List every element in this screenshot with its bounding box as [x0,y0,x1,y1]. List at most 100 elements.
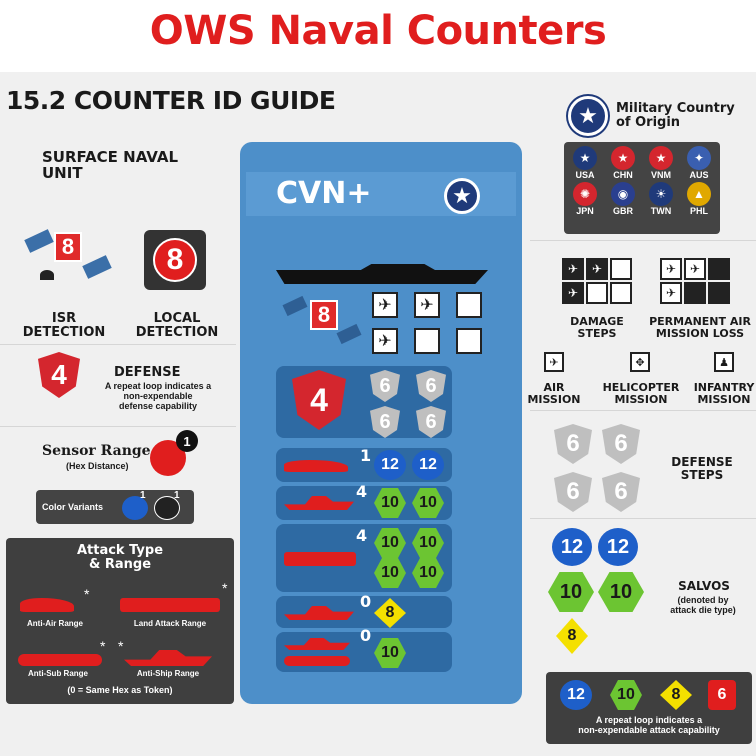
salvo-chip: 10 [374,558,406,588]
usa-star-icon: ★ [444,178,480,214]
defense-step: 6 [416,370,446,402]
attack-row [276,596,452,628]
air-mission-icon: ✈ [562,282,584,304]
sensor-value: 1 [176,430,198,452]
submarine-icon [18,654,102,666]
country-code: GBR [613,206,633,216]
country-title: Military Country of Origin [616,101,735,130]
defense-step: 6 [602,472,640,512]
salvo-chip: 12 [412,450,444,480]
perm-loss-label: PERMANENT AIR MISSION LOSS [649,315,751,340]
flag-icon: ★ [611,146,635,170]
isr-value: 8 [54,232,82,262]
country-code: USA [575,170,595,180]
asterisk-1: * [84,586,90,602]
land-attack-icon [284,552,356,566]
defense-step: 6 [554,424,592,464]
submarine-icon [284,656,350,666]
flag-icon: ✦ [687,146,711,170]
perm-loss-grid: ✈ ✈ ✈ [660,258,730,304]
token-isr-value: 8 [310,300,338,330]
salvo-green: 10 [598,572,644,612]
jet-icon [20,598,74,612]
salvo-green: 10 [548,572,594,612]
jet-icon [284,460,348,472]
page-title: OWS Naval Counters [149,8,607,54]
cv-value-2: 1 [174,490,180,501]
country-code: TWN [650,206,672,216]
infantry-mission-label: INFANTRY MISSION [693,381,755,406]
repeat-chip: 6 [708,680,736,710]
black-sensor-icon [154,496,180,520]
air-mission-icon: ✈ [414,292,440,318]
salvos-sub: (denoted by attack die type) [670,595,736,615]
attack-range: 0 [360,592,372,611]
damage-steps-grid: ✈ ✈ ✈ [562,258,632,304]
flag-icon: ★ [573,146,597,170]
anti-sub-label: Anti-Sub Range [28,669,88,678]
defense-note: A repeat loop indicates a non-expendable… [104,381,212,411]
flag-icon: ▲ [687,182,711,206]
color-variants-label: Color Variants [42,502,104,512]
guide-heading: 15.2 COUNTER ID GUIDE [6,86,336,115]
land-attack-label: Land Attack Range [133,619,207,628]
local-radar-icon: 8 [144,230,206,290]
attack-range: 4 [356,482,368,501]
attack-title: Attack Type & Range [76,543,164,572]
country-code: CHN [613,170,633,180]
country-star-icon: ★ [568,96,608,136]
lost-step [708,258,730,280]
country-code: AUS [689,170,709,180]
attack-range: 1 [360,446,372,465]
token-name: CVN+ [276,176,372,211]
local-value: 8 [153,238,197,282]
land-attack-icon [120,598,220,612]
defense-steps-grid: 6 6 6 6 [554,424,640,512]
country-code: JPN [576,206,594,216]
asterisk-2: * [222,580,228,596]
air-mission-icon: ✈ [660,258,682,280]
air-mission-icon: ✈ [372,328,398,354]
country-item: ☀TWN [642,182,680,216]
country-item: ★USA [566,146,604,180]
country-list: ★USA ★CHN ★VNM ✦AUS ✺JPN ◉GBR ☀TWN ▲PHL [566,146,718,216]
country-item: ▲PHL [680,182,718,216]
anti-air-label: Anti-Air Range [27,619,83,628]
salvo-chip: 10 [412,488,444,518]
empty-step [610,258,632,280]
surface-unit-label: SURFACE NAVAL UNIT [42,148,179,182]
damage-grid: ✈ ✈ ✈ [372,292,488,354]
anti-ship-label: Anti-Ship Range [136,669,200,678]
flag-icon: ★ [649,146,673,170]
salvo-chip: 10 [412,558,444,588]
empty-step [456,328,482,354]
salvo-blue: 12 [552,528,592,566]
asterisk-4: * [118,638,124,654]
asterisk-3: * [100,638,106,654]
salvo-chip: 10 [374,528,406,558]
damage-steps-label: DAMAGE STEPS [570,315,624,340]
token-defense-steps: 6 6 6 6 [370,370,448,438]
salvos-title: SALVOS [678,579,730,593]
salvo-chip: 10 [374,638,406,668]
air-mission-icon: ✈ [544,352,564,372]
isr-satellite-icon: 8 [24,226,112,286]
air-mission-icon: ✈ [660,282,682,304]
attack-range: 4 [356,526,368,545]
air-mission-icon: ✈ [586,258,608,280]
country-item: ✦AUS [680,146,718,180]
cv-value-1: 1 [140,490,146,501]
sensor-title: Sensor Range [42,443,151,459]
local-label: LOCAL DETECTION [135,311,219,340]
air-mission-icon: ✈ [684,258,706,280]
air-mission-label: AIR MISSION [527,381,581,406]
helicopter-mission-label: HELICOPTER MISSION [602,381,680,406]
defense-step: 6 [370,406,400,438]
repeat-note: A repeat loop indicates a non-expendable… [578,715,720,735]
country-item: ★VNM [642,146,680,180]
attack-type-box [6,538,234,704]
country-item: ✺JPN [566,182,604,216]
defense-step: 6 [370,370,400,402]
empty-step [456,292,482,318]
salvo-chip: 12 [374,450,406,480]
